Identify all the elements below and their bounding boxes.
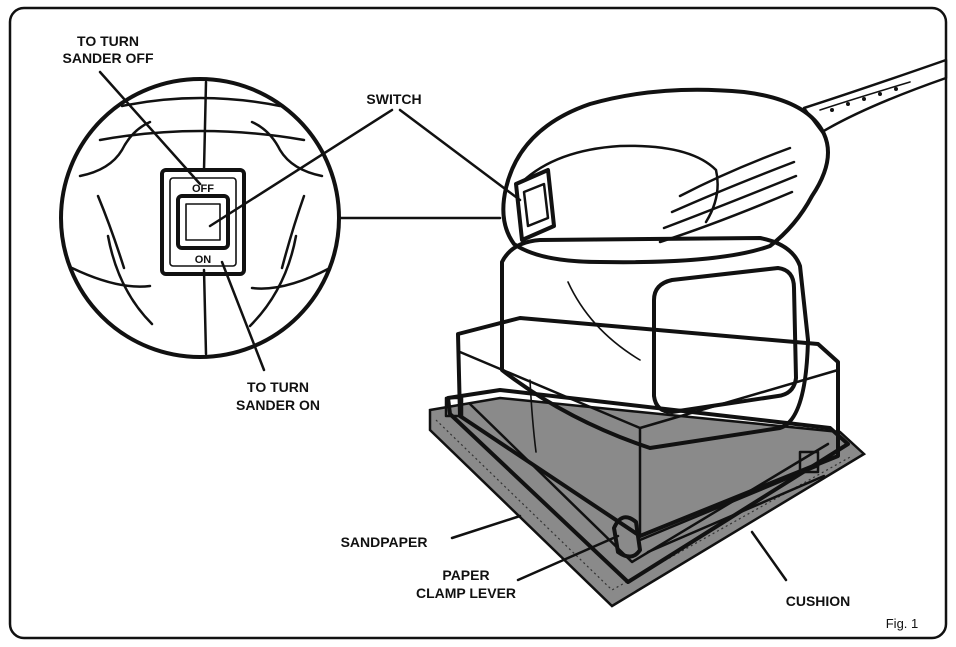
label-clamp-line2: CLAMP LEVER xyxy=(416,585,516,601)
label-switch: SWITCH xyxy=(366,91,421,107)
label-turn-on-line2: SANDER ON xyxy=(236,397,320,413)
cushion-plate xyxy=(446,388,850,584)
base-block xyxy=(456,316,840,538)
figure-number: Fig. 1 xyxy=(886,616,919,631)
label-turn-on-line1: TO TURN xyxy=(247,379,309,395)
figure-frame xyxy=(8,6,948,640)
switch-detail-view: OFF ON xyxy=(59,77,341,359)
leader-cushion xyxy=(750,530,788,582)
labels: TO TURN SANDER OFF SWITCH TO TURN SANDER… xyxy=(63,33,919,631)
leader-switch-detail xyxy=(208,108,394,228)
leader-lines xyxy=(98,70,788,582)
vent-slot xyxy=(670,160,796,214)
vent-slot xyxy=(678,146,792,198)
switch-on-marking: ON xyxy=(195,254,212,266)
switch-rocker xyxy=(176,194,230,250)
leader-sandpaper xyxy=(450,514,522,540)
label-sandpaper: SANDPAPER xyxy=(341,534,428,550)
power-cord xyxy=(802,58,948,134)
sander-switch xyxy=(514,168,556,242)
switch-bezel xyxy=(160,168,246,276)
sandpaper-sheet xyxy=(428,396,867,608)
label-turn-off-line1: TO TURN xyxy=(77,33,139,49)
leader-off xyxy=(98,70,202,186)
sander-handle xyxy=(501,87,830,265)
leader-switch-sander xyxy=(398,108,522,202)
leader-on xyxy=(220,260,266,372)
switch-off-marking: OFF xyxy=(192,183,214,195)
label-cushion: CUSHION xyxy=(786,593,851,609)
label-clamp-line1: PAPER xyxy=(442,567,489,583)
label-turn-off-line2: SANDER OFF xyxy=(63,50,154,66)
vent-slot xyxy=(658,190,794,244)
sander-illustration xyxy=(428,58,948,608)
paper-clamp-lever xyxy=(612,515,642,559)
motor-housing xyxy=(500,236,810,450)
vent-slot xyxy=(662,174,798,230)
housing-panel xyxy=(652,266,798,414)
leader-clamp xyxy=(516,534,620,582)
